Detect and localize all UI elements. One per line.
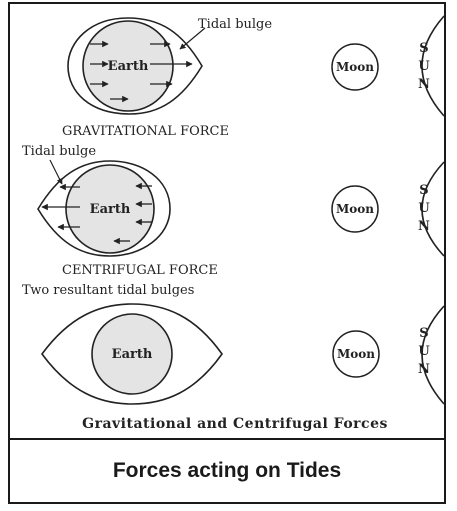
tides-diagram-svg: Tidal bulge Earth Moon S U N GRAVITATION… <box>22 15 444 432</box>
centrifugal-force-label: CENTRIFUGAL FORCE <box>62 263 218 278</box>
tidal-bulge-label-1: Tidal bulge <box>198 17 272 32</box>
panel-resultant: Two resultant tidal bulges Earth Moon S … <box>22 283 444 432</box>
sun-letter-u-1: U <box>418 59 430 74</box>
moon-3 <box>332 330 380 378</box>
sun-letter-n-3: N <box>418 362 430 377</box>
sun-letter-u-2: U <box>418 201 430 216</box>
moon-label-2: Moon <box>336 202 374 216</box>
resultant-bulge-outline <box>41 303 223 405</box>
panel-centrifugal: Tidal bulge Earth Moon S U <box>22 144 444 278</box>
figure-frame: Tidal bulge Earth Moon S U N GRAVITATION… <box>8 2 446 504</box>
tidal-bulge-outline-1 <box>67 17 203 115</box>
sun-letter-n-2: N <box>418 219 430 234</box>
gravitational-force-label: GRAVITATIONAL FORCE <box>62 124 229 139</box>
sun-letter-u-3: U <box>418 344 430 359</box>
sun-arc-3 <box>421 305 444 405</box>
earth-label-3: Earth <box>112 347 153 362</box>
two-resultant-label: Two resultant tidal bulges <box>22 283 194 298</box>
sun-letter-s-2: S <box>419 183 428 198</box>
earth-label-1: Earth <box>108 59 149 74</box>
tidal-bulge-outline-2 <box>37 160 171 257</box>
sun-letter-n-1: N <box>418 77 430 92</box>
tidal-bulge-label-2: Tidal bulge <box>22 144 96 159</box>
tidal-bulge-pointer-1 <box>179 27 206 50</box>
earth-3 <box>91 313 173 395</box>
earth-label-2: Earth <box>90 202 131 217</box>
moon-label-3: Moon <box>337 347 375 361</box>
moon-1 <box>331 43 379 91</box>
earth-2 <box>65 164 155 254</box>
gravity-arrows <box>90 40 193 103</box>
panel-gravitational: Tidal bulge Earth Moon S U N GRAVITATION… <box>62 15 444 139</box>
centrifugal-arrows <box>41 182 152 245</box>
figure-caption: Forces acting on Tides <box>112 459 342 482</box>
sun-letter-s-1: S <box>419 41 428 56</box>
sun-arc-2 <box>421 161 444 257</box>
bottom-title: Gravitational and Centrifugal Forces <box>82 416 388 432</box>
tides-diagram: Tidal bulge Earth Moon S U N GRAVITATION… <box>10 4 444 440</box>
moon-label-1: Moon <box>336 60 374 74</box>
moon-2 <box>331 185 379 233</box>
sun-letter-s-3: S <box>419 326 428 341</box>
sun-arc-1 <box>421 15 444 117</box>
